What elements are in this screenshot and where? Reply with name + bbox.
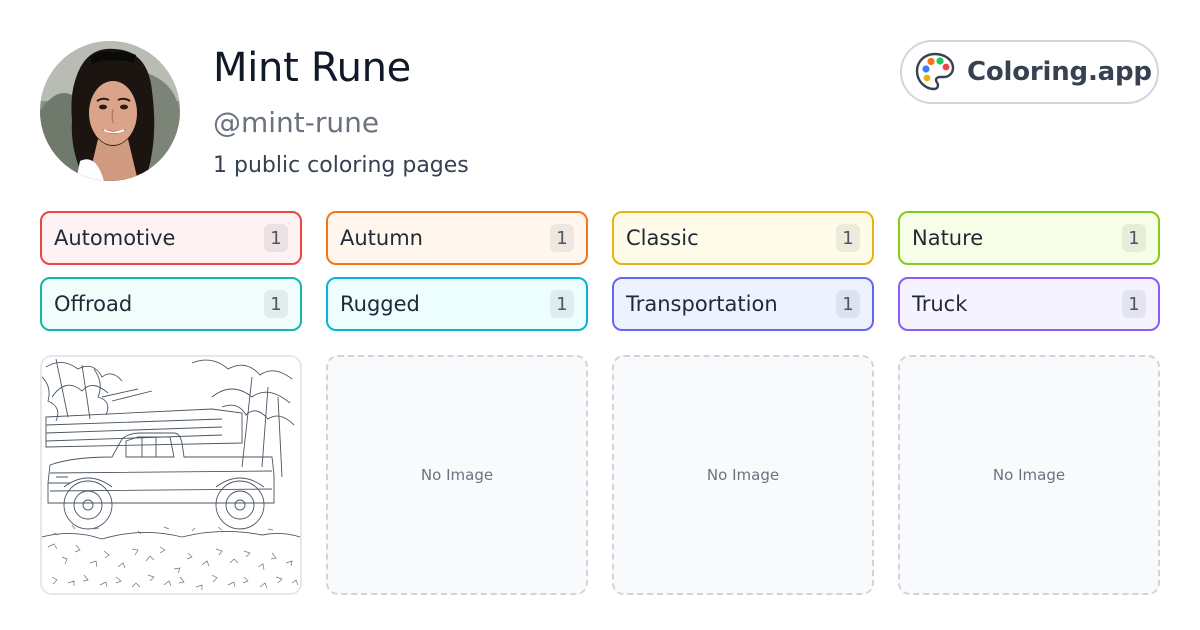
tag-label: Transportation (626, 292, 778, 316)
tag-count-badge: 1 (264, 290, 288, 318)
tag-label: Nature (912, 226, 984, 250)
palette-icon (915, 52, 955, 91)
tag-label: Rugged (340, 292, 420, 316)
tag-label: Truck (912, 292, 968, 316)
empty-thumbnail: No Image (612, 355, 874, 595)
tag-truck[interactable]: Truck 1 (898, 277, 1160, 331)
tag-transportation[interactable]: Transportation 1 (612, 277, 874, 331)
tag-count-badge: 1 (836, 290, 860, 318)
tag-count-badge: 1 (836, 224, 860, 252)
tag-count-badge: 1 (550, 224, 574, 252)
avatar[interactable] (40, 41, 180, 181)
tag-label: Offroad (54, 292, 133, 316)
profile-handle: @mint-rune (213, 106, 380, 139)
tag-rugged[interactable]: Rugged 1 (326, 277, 588, 331)
no-image-label: No Image (420, 466, 494, 484)
tag-count-badge: 1 (550, 290, 574, 318)
tag-nature[interactable]: Nature 1 (898, 211, 1160, 265)
page-count: 1 public coloring pages (213, 153, 469, 178)
no-image-label: No Image (706, 466, 780, 484)
profile-name: Mint Rune (213, 45, 411, 91)
tag-label: Autumn (340, 226, 423, 250)
brand-badge[interactable]: Coloring.app (900, 40, 1159, 104)
tag-count-badge: 1 (264, 224, 288, 252)
empty-thumbnail: No Image (898, 355, 1160, 595)
tag-label: Classic (626, 226, 699, 250)
tag-automotive[interactable]: Automotive 1 (40, 211, 302, 265)
avatar-photo (40, 41, 180, 181)
brand-label: Coloring.app (967, 57, 1152, 87)
tag-label: Automotive (54, 226, 176, 250)
tag-count-badge: 1 (1122, 290, 1146, 318)
tag-autumn[interactable]: Autumn 1 (326, 211, 588, 265)
coloring-page-thumbnail[interactable] (40, 355, 302, 595)
empty-thumbnail: No Image (326, 355, 588, 595)
tag-count-badge: 1 (1122, 224, 1146, 252)
tag-offroad[interactable]: Offroad 1 (40, 277, 302, 331)
tag-classic[interactable]: Classic 1 (612, 211, 874, 265)
truck-line-art (42, 357, 300, 593)
no-image-label: No Image (992, 466, 1066, 484)
